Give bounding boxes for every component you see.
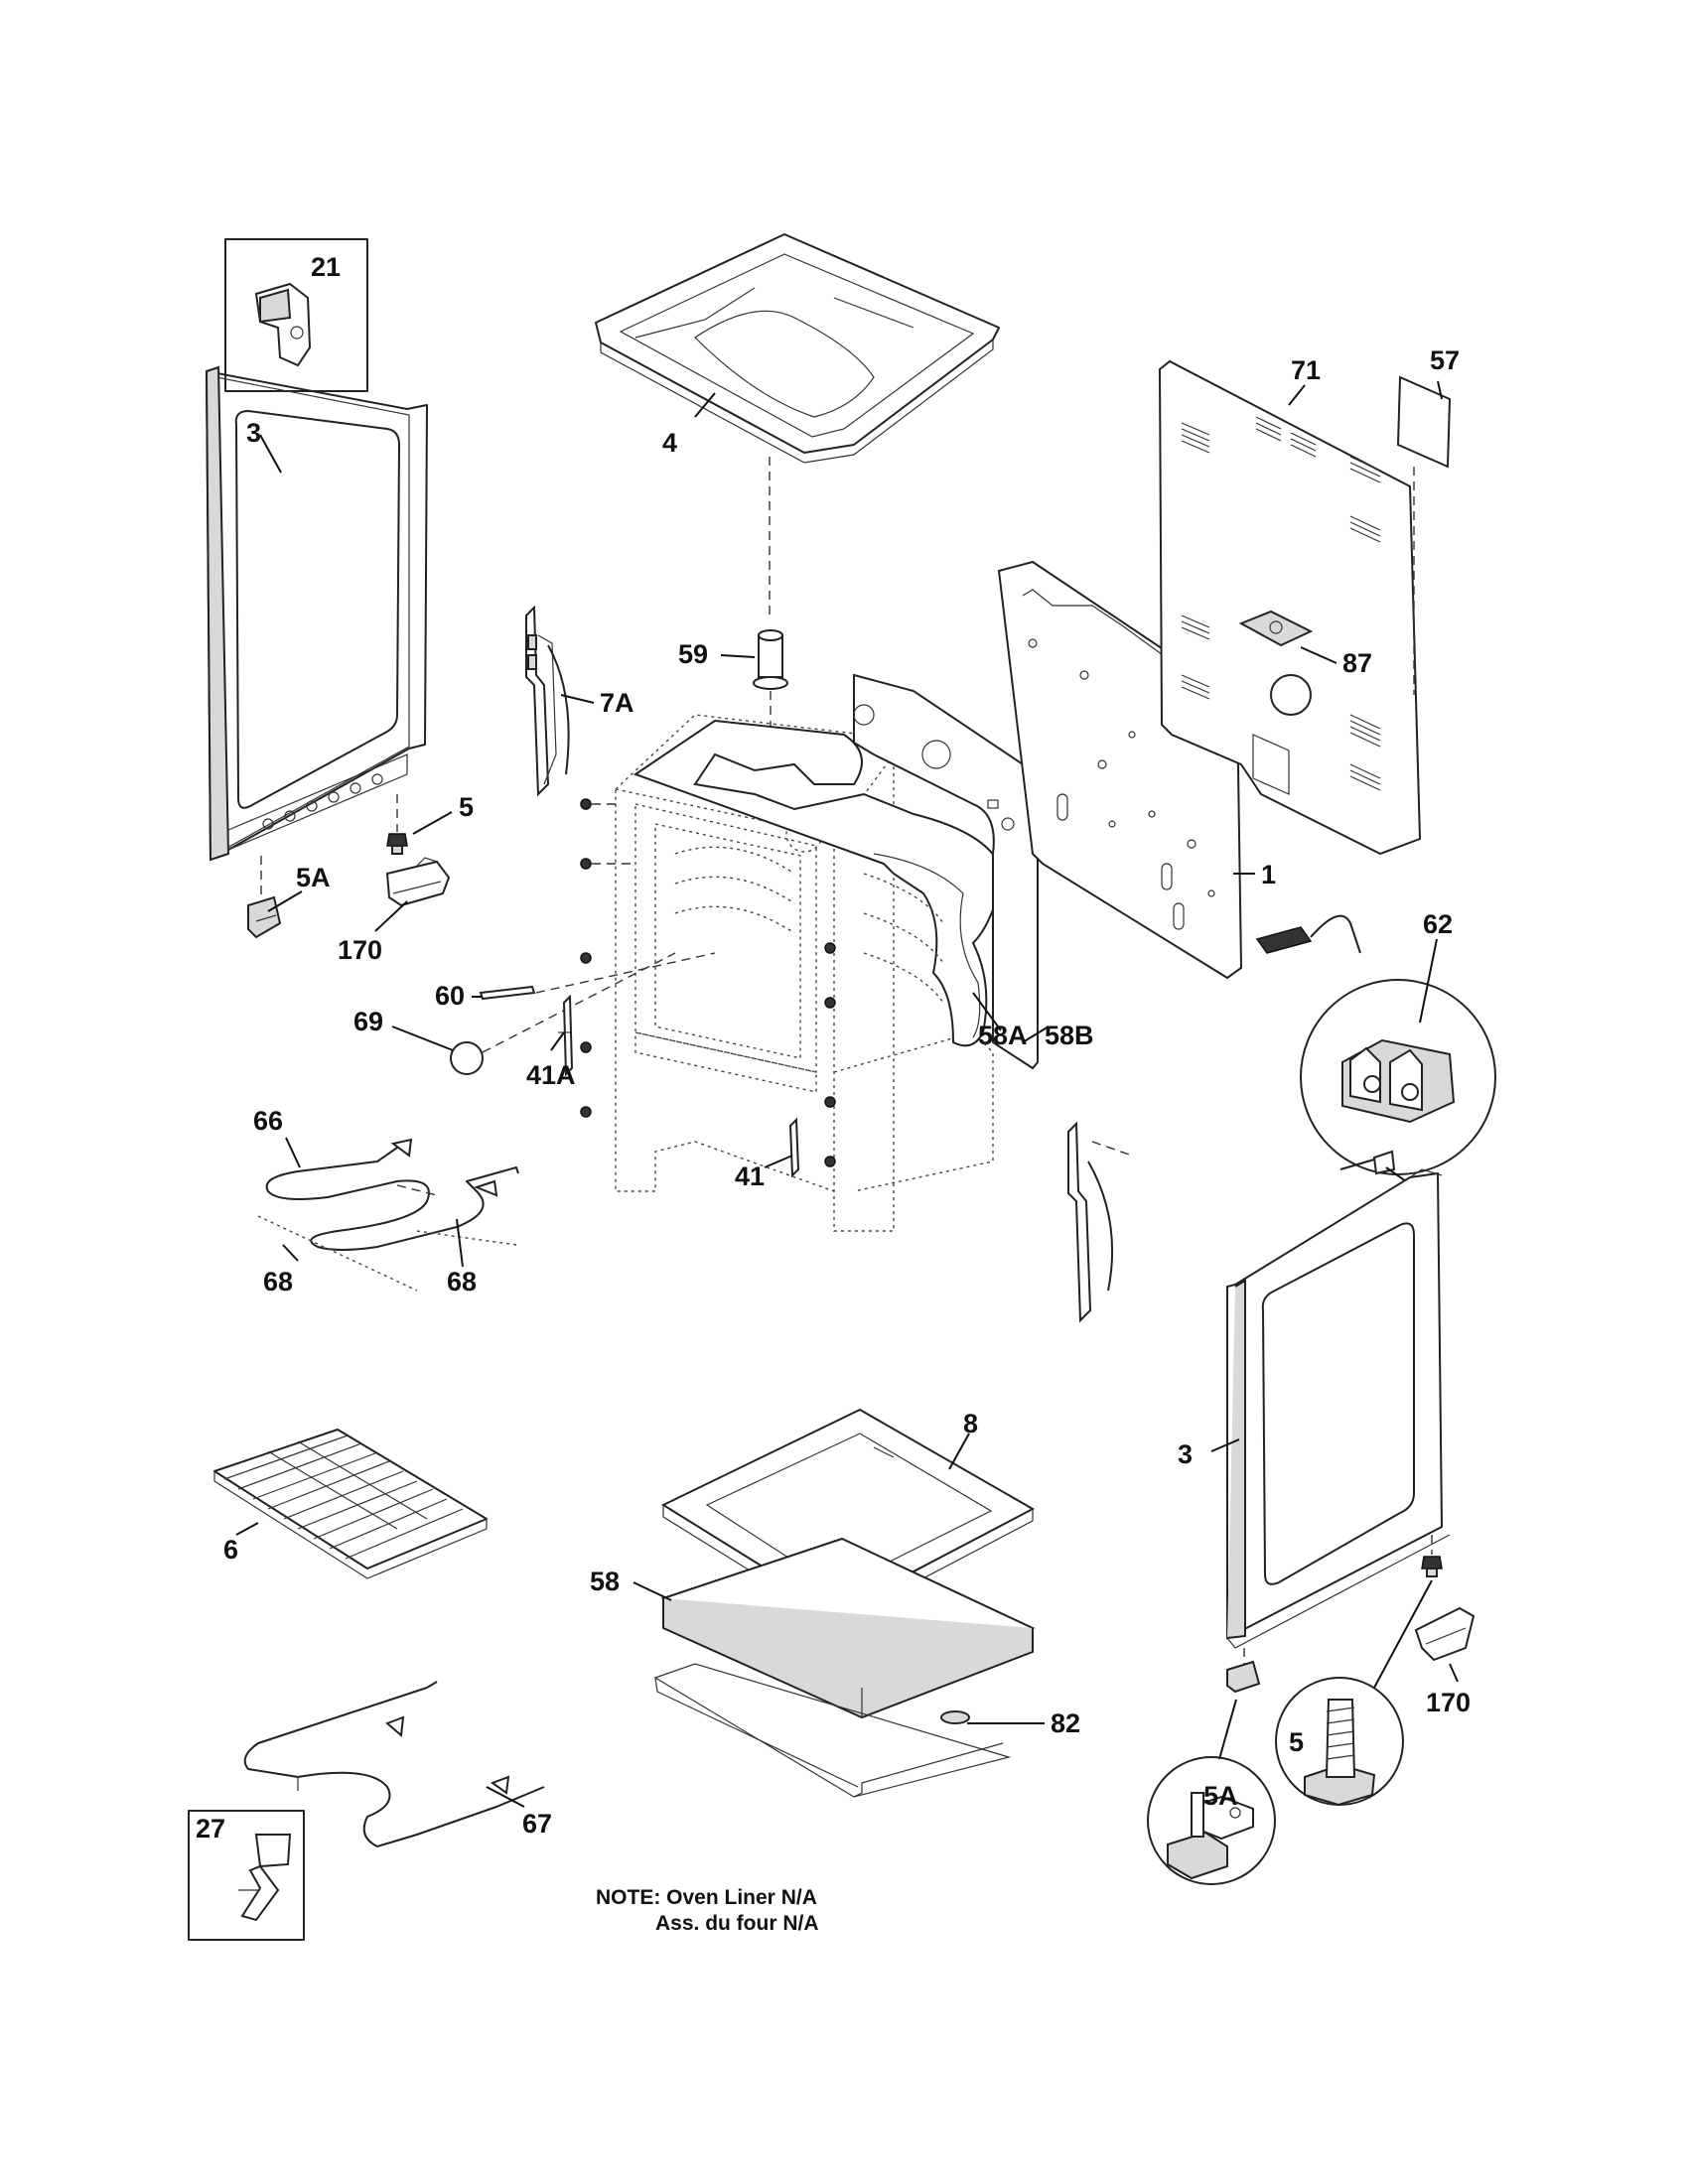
part-4-top-panel (595, 233, 1000, 464)
part-170-bracket-top (385, 857, 451, 907)
part-41-clip (788, 1117, 800, 1178)
label-58: 58 (590, 1567, 620, 1596)
part-57-plate (1396, 375, 1452, 469)
part-58b-back-insulation (853, 673, 1039, 1070)
label-5-top: 5 (459, 792, 474, 822)
label-60: 60 (435, 981, 465, 1011)
right-leveler-small (1421, 1535, 1443, 1577)
label-69: 69 (353, 1007, 383, 1036)
part-69-disk (450, 1041, 484, 1075)
label-5a-top: 5A (296, 863, 331, 892)
label-170-bottom: 170 (1426, 1688, 1471, 1717)
label-66: 66 (253, 1106, 283, 1136)
label-62: 62 (1423, 909, 1453, 939)
label-57: 57 (1430, 345, 1460, 375)
label-68-right: 68 (447, 1267, 477, 1297)
part-60-rod (479, 985, 536, 1001)
part-3-door-side-panel (205, 365, 428, 862)
part-5a-detail-circle (1147, 1756, 1276, 1885)
part-5a-bracket-top (247, 856, 282, 939)
part-71-rear-panel (1158, 359, 1422, 856)
label-58a: 58A (978, 1021, 1028, 1050)
label-5a-circle: 5A (1203, 1781, 1238, 1811)
label-41a: 41A (526, 1060, 576, 1090)
label-82: 82 (1051, 1708, 1080, 1738)
label-5-circle: 5 (1289, 1727, 1304, 1757)
note-line-2: Ass. du four N/A (655, 1912, 819, 1935)
part-67-bake-element (243, 1681, 545, 1847)
part-58-insulation-pad (660, 1537, 1036, 1719)
label-7a: 7A (600, 688, 634, 718)
label-87: 87 (1342, 648, 1372, 678)
part-58a-insulation (633, 719, 1005, 1047)
part-6-oven-rack (213, 1429, 488, 1579)
note-line-1: NOTE: Oven Liner N/A (596, 1886, 817, 1909)
label-67: 67 (522, 1809, 552, 1839)
part-62-detail-circle (1300, 979, 1496, 1175)
part-170-bracket-bottom (1414, 1606, 1476, 1662)
label-6: 6 (223, 1535, 238, 1565)
part-27-inset (188, 1810, 305, 1941)
label-58b: 58B (1045, 1021, 1094, 1050)
label-27: 27 (196, 1814, 225, 1843)
label-8: 8 (963, 1409, 978, 1438)
label-68-left: 68 (263, 1267, 293, 1297)
part-5-leveler-top (386, 794, 408, 855)
label-4: 4 (662, 428, 677, 458)
label-21: 21 (311, 252, 341, 282)
right-5a-small (1226, 1648, 1261, 1694)
label-3-right: 3 (1178, 1439, 1193, 1469)
label-41: 41 (735, 1161, 765, 1191)
part-5-detail-circle (1275, 1677, 1404, 1807)
part-7a-hinge (525, 605, 570, 797)
part-59-fitting (753, 629, 788, 690)
label-71: 71 (1291, 355, 1321, 385)
part-82-bottom-plate (653, 1663, 1012, 1798)
part-21-inset (224, 238, 368, 392)
part-66-broil-element (265, 1138, 519, 1251)
label-170-top: 170 (338, 935, 382, 965)
terminal-block (1255, 914, 1361, 954)
right-hinge (1067, 1121, 1133, 1323)
frame-screws (580, 798, 836, 1167)
label-1: 1 (1261, 860, 1276, 889)
label-59: 59 (678, 639, 708, 669)
label-3-left: 3 (246, 418, 261, 448)
part-3-right-side-panel (1226, 1168, 1451, 1649)
